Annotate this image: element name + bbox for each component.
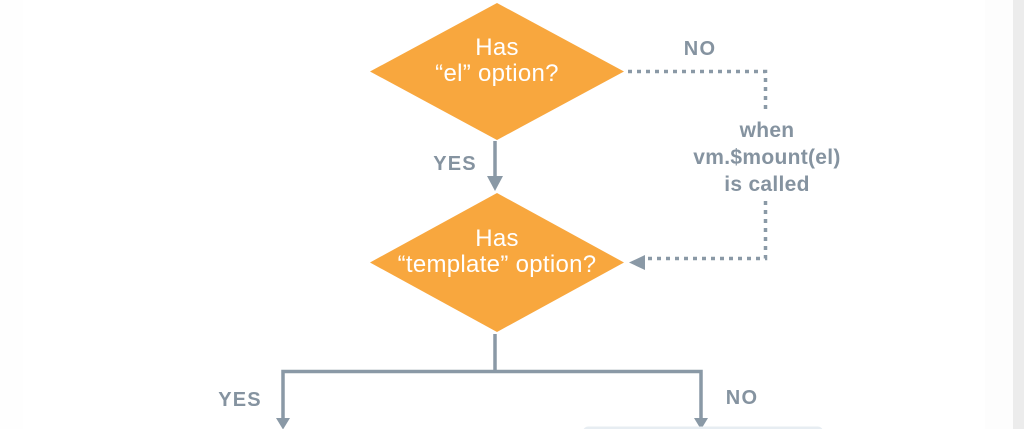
edge-label-yes: YES	[433, 153, 477, 175]
page-edge-left	[0, 0, 23, 429]
mount-annotation: when vm.$mount(el) is called	[646, 117, 888, 198]
arrow-down-icon	[694, 418, 708, 429]
node-text-line: Has	[475, 224, 519, 252]
decision-node-has-template-option: Has “template” option?	[370, 193, 624, 332]
page-edge-fade	[985, 0, 1013, 429]
annotation-line: is called	[724, 173, 810, 196]
arrow-left-icon	[629, 255, 645, 270]
annotation-line: vm.$mount(el)	[693, 146, 841, 169]
decision-node-has-el-option: Has “el” option?	[370, 3, 624, 140]
arrow-down-icon	[276, 418, 290, 429]
edge-branch-line	[281, 369, 703, 421]
edge-label-no: NO	[683, 38, 717, 60]
edge-label-yes: YES	[218, 389, 262, 411]
edge-label-no: NO	[725, 387, 759, 409]
edge-no-dotted-top	[628, 69, 768, 113]
node-text-line: Has	[475, 33, 519, 61]
node-text-line: “el” option?	[435, 59, 559, 87]
arrow-down-icon	[487, 176, 503, 191]
edge-no-dotted-bottom	[646, 201, 768, 261]
node-text-line: “template” option?	[397, 250, 597, 278]
annotation-line: when	[739, 119, 795, 142]
page-edge-right	[1013, 0, 1024, 429]
